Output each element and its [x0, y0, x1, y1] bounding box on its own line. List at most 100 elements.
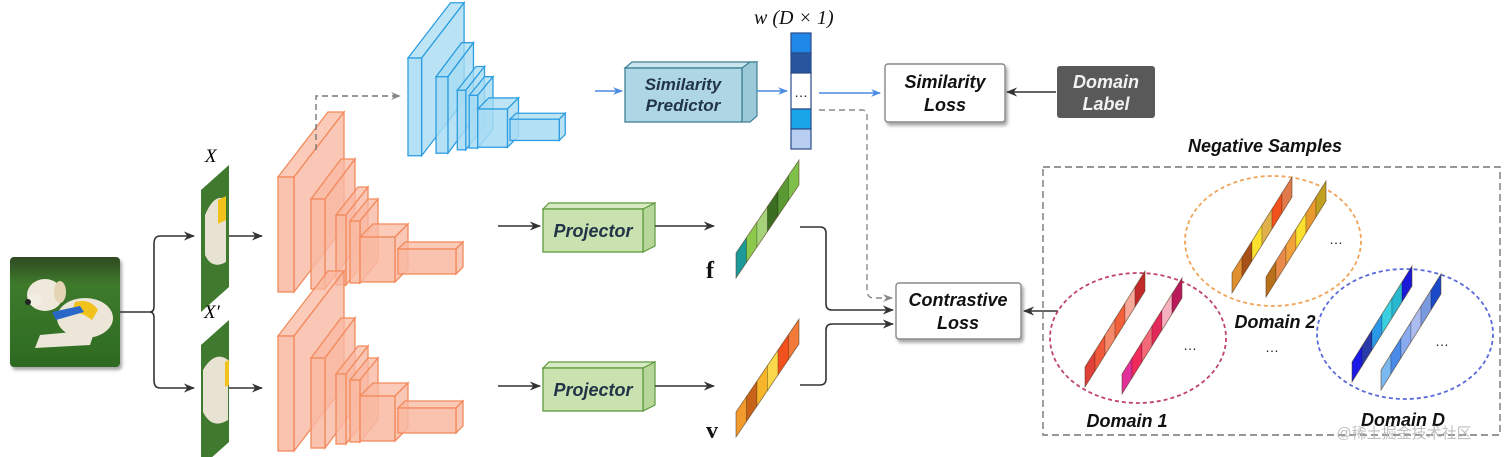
bar-cell [1141, 324, 1153, 364]
feature-f-label: f [706, 258, 715, 284]
bar-cell [1261, 207, 1273, 247]
bar-cell [1305, 195, 1317, 235]
view-to-encoder-arrows [229, 231, 264, 393]
slab-front [310, 357, 326, 449]
slab-front [397, 407, 457, 434]
dashed-weights-to-contrastive [819, 109, 893, 302]
bar-cell [1134, 269, 1146, 309]
domain-label: Domain D [1361, 410, 1445, 430]
bar-outline [1121, 276, 1183, 396]
bar-cell [1285, 227, 1297, 267]
domain-label: Domain 2 [1234, 312, 1315, 332]
bar-cell [788, 158, 800, 202]
bar-cell [1084, 349, 1096, 389]
bar-cell [1231, 255, 1243, 295]
bar-cell [1241, 239, 1253, 279]
feature-vector-f [735, 158, 800, 280]
bar-cell [1295, 211, 1307, 251]
bar-outline [1265, 179, 1327, 299]
bar-cell [1114, 301, 1126, 341]
sample-bar [1380, 272, 1442, 392]
feature-f-bar [735, 158, 800, 280]
bar-cell [1275, 243, 1287, 283]
bar-cell [1351, 344, 1363, 384]
projector-bottom-label: Projector [553, 380, 633, 400]
slab-front [349, 220, 361, 284]
domain-ellipse [1316, 268, 1494, 400]
bar-outline [1351, 264, 1413, 384]
domains-between-ellipsis: … [1265, 339, 1279, 355]
slab-front [349, 379, 361, 443]
dashed-to-similarity-encoder [315, 92, 401, 150]
bar-cell [1094, 333, 1106, 373]
projector-bottom-block: Projector [541, 361, 657, 412]
domain-group-3: …Domain D [1316, 264, 1494, 430]
bar-cell [1251, 223, 1263, 263]
augmented-view-x: X [201, 146, 229, 312]
projector-top-block: Projector [541, 202, 657, 253]
domain-group-1: …Domain 1 [1049, 269, 1227, 431]
slab-front [277, 176, 295, 293]
sample-bar [1231, 175, 1293, 295]
encoder-bottom [276, 269, 465, 453]
bar-outline [1231, 175, 1293, 295]
bar-cell [1281, 175, 1293, 215]
domain-ellipsis: … [1183, 337, 1197, 353]
slab-front [407, 57, 423, 157]
similarity-predictor-line2: Predictor [646, 96, 722, 115]
slab-front [397, 248, 457, 275]
bar-cell [1271, 191, 1283, 231]
slab-front [435, 76, 449, 154]
slab-top [396, 400, 465, 409]
encoder-top [276, 110, 465, 294]
slab-front [468, 94, 479, 149]
bar-cell [735, 236, 747, 280]
bar-cell [1361, 328, 1373, 368]
dog-icon [25, 279, 113, 348]
slab-front [456, 89, 467, 151]
bar-cell [1430, 272, 1442, 312]
bar-cell [1390, 336, 1402, 376]
slab-front [359, 395, 396, 442]
slab-front [359, 236, 396, 283]
bar-outline [735, 317, 800, 439]
bar-cell [1131, 340, 1143, 380]
bar-cell [1380, 352, 1392, 392]
bar-outline [735, 158, 800, 280]
feature-v-label: v [706, 418, 718, 444]
bar-cell [756, 364, 768, 408]
feature-connectors [800, 226, 895, 386]
slab-top [396, 241, 465, 250]
bar-cell [1391, 280, 1403, 320]
domain-ellipse [1049, 272, 1227, 404]
watermark: @稀土掘金技术社区 [1336, 425, 1471, 442]
slab-front [335, 373, 347, 445]
domain-ellipsis: … [1329, 231, 1343, 247]
augmented-view-x-prime: X′ [201, 302, 229, 457]
domain-label-line1: Domain [1073, 72, 1139, 92]
bar-cell [1124, 285, 1136, 325]
similarity-loss-box: Similarity Loss [884, 63, 1006, 123]
bar-cell [1371, 312, 1383, 352]
feature-vector-v [735, 317, 800, 439]
bar-cell [1104, 317, 1116, 357]
feature-v-bar [735, 317, 800, 439]
slab-front [477, 108, 509, 148]
encoder-layer-6 [508, 111, 567, 143]
similarity-loss-line2: Loss [924, 95, 966, 115]
domain-group-2: … Domain 2 [1184, 175, 1362, 332]
bar-cell [746, 220, 758, 264]
bar-outline [1380, 272, 1442, 392]
bar-cell [1400, 320, 1412, 360]
bar-cell [777, 174, 789, 218]
weight-cell [790, 52, 812, 74]
domain-label-box: Domain Label [1057, 66, 1155, 118]
sample-bar [1265, 179, 1327, 299]
bar-cell [735, 395, 747, 439]
bar-cell [1381, 296, 1393, 336]
slab-front [277, 335, 295, 452]
bar-outline [1084, 269, 1146, 389]
sample-bar [1084, 269, 1146, 389]
similarity-loss-line1: Similarity [904, 72, 986, 92]
